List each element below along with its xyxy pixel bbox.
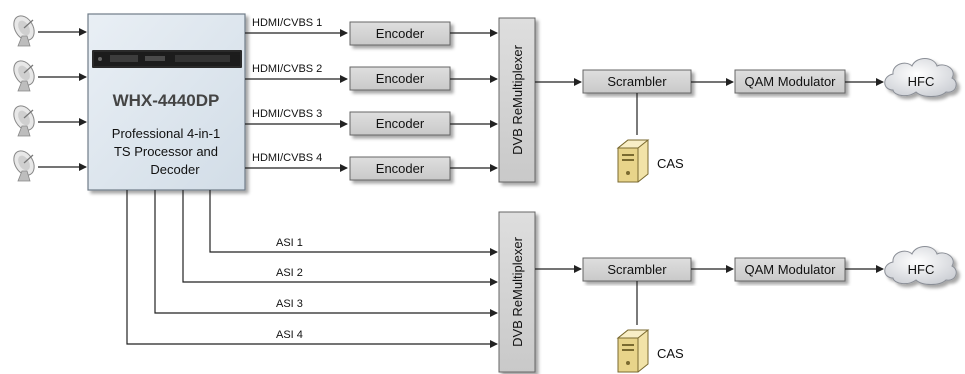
processor-device-image: [92, 50, 242, 68]
hfc-label-2: HFC: [908, 262, 935, 277]
satellite-dish-icon-4: [9, 146, 39, 182]
asi-label-1: ASI 1: [276, 237, 303, 249]
processor-desc-line-3: Decoder: [150, 162, 200, 177]
asi-label-4: ASI 4: [276, 329, 303, 341]
asi-line-1: [209, 190, 498, 256]
cas-label-2: CAS: [657, 346, 684, 361]
hdmi-label-4: HDMI/CVBS 4: [252, 152, 322, 164]
hfc-label-1: HFC: [908, 74, 935, 89]
scrambler-label-1: Scrambler: [607, 74, 667, 89]
asi-line-3: [154, 190, 498, 317]
asi-line-4: [126, 190, 498, 348]
remux-box-1: [498, 17, 536, 183]
hdmi-label-1: HDMI/CVBS 1: [252, 17, 322, 29]
asi-line-2: [182, 190, 498, 286]
satellite-dish-icon-2: [9, 56, 39, 92]
scrambler-label-2: Scrambler: [607, 262, 667, 277]
hfc-cloud-icon-2: [884, 246, 957, 285]
processor-model: WHX-4440DP: [113, 91, 220, 110]
qam-label-1: QAM Modulator: [744, 74, 836, 89]
asi-label-2: ASI 2: [276, 267, 303, 279]
encoder-label-3: Encoder: [376, 116, 425, 131]
remux-box-2: [498, 211, 536, 373]
processor-box: [87, 13, 246, 191]
encoder-label-1: Encoder: [376, 26, 425, 41]
cas-computer-icon-1: [617, 139, 649, 183]
processor-desc-line-2: TS Processor and: [114, 144, 218, 159]
remux-label-1: DVB ReMultiplexer: [510, 44, 525, 154]
asi-label-3: ASI 3: [276, 298, 303, 310]
encoder-label-2: Encoder: [376, 71, 425, 86]
qam-label-2: QAM Modulator: [744, 262, 836, 277]
satellite-dish-icon-3: [9, 101, 39, 137]
hfc-cloud-icon-1: [884, 58, 957, 97]
processor-desc-line-1: Professional 4-in-1: [112, 126, 220, 141]
cas-label-1: CAS: [657, 156, 684, 171]
hdmi-label-3: HDMI/CVBS 3: [252, 108, 322, 120]
cas-computer-icon-2: [617, 329, 649, 373]
encoder-label-4: Encoder: [376, 161, 425, 176]
satellite-dish-icon-1: [9, 11, 39, 47]
hdmi-label-2: HDMI/CVBS 2: [252, 63, 322, 75]
remux-label-2: DVB ReMultiplexer: [510, 236, 525, 346]
